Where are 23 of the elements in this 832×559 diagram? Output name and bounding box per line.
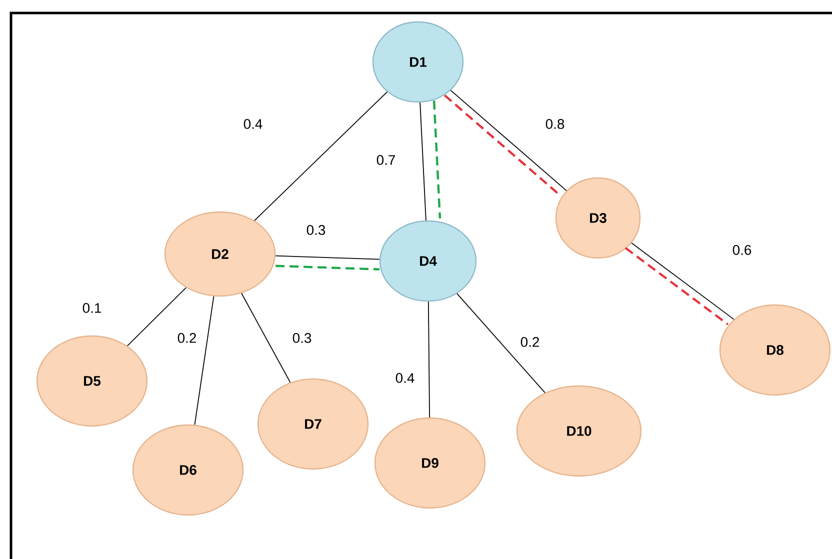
connector-line [194,296,214,426]
connector-line [450,90,567,192]
edge-label: 0.7 [376,155,395,165]
connector-line [275,255,380,260]
edge-label: 0.3 [292,333,312,343]
edge-label: 0.1 [82,303,102,313]
connector-line [432,100,442,218]
edge-label: 0.3 [306,225,326,235]
connector-line [624,247,729,326]
connector-line [420,102,426,221]
edge-label: 0.2 [178,333,196,343]
connector-line [254,91,388,222]
connector-line [276,264,380,270]
edge-label: 0.4 [396,373,414,383]
edge-label: 0.4 [244,119,262,129]
connector-line [428,301,430,418]
connector-line [456,293,546,394]
connector-line [126,287,186,346]
edge-label: 0.2 [520,337,539,347]
edge-label: 0.8 [546,119,564,129]
connector-line [631,242,734,320]
edge-label: 0.6 [732,245,752,255]
connector-line [241,292,291,383]
